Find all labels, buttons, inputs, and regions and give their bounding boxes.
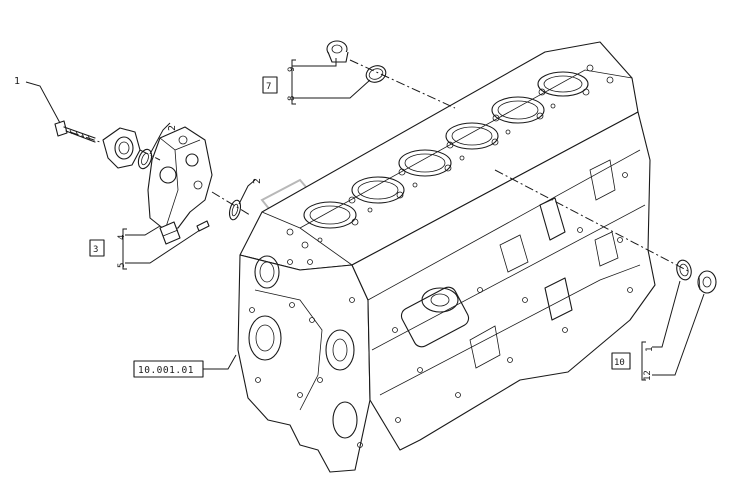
callout-4: 4 (117, 235, 127, 240)
callout-8: 8 (287, 96, 297, 101)
callout-1: 1 (14, 76, 20, 87)
group-10-box (611, 352, 631, 370)
group-10-label: 10 (614, 358, 625, 368)
assembly-axis-lines (69, 59, 691, 273)
water-pump-housing (147, 126, 213, 245)
plug-right (697, 270, 717, 294)
callout-11: 1 (645, 347, 655, 352)
cylinder-bores (303, 71, 589, 229)
engine-block (237, 41, 656, 473)
small-pin (196, 220, 210, 232)
o-ring-right (228, 199, 242, 221)
callout-9: 9 (287, 67, 297, 72)
front-face-features (248, 255, 363, 448)
callout-5: 5 (117, 263, 127, 268)
deck-bolt-holes (286, 64, 614, 249)
side-face-features (367, 149, 646, 423)
reference-label: 10.001.01 (138, 365, 194, 376)
flange-elbow (102, 127, 141, 169)
group-7-label: 7 (266, 82, 271, 92)
reference-box (133, 360, 204, 378)
callout-brackets (122, 59, 646, 381)
group-3-box (89, 239, 105, 257)
callout-12: 12 (643, 370, 653, 381)
seal-ring-right (676, 259, 692, 281)
callout-2-right: 2 (252, 178, 263, 184)
plug-top (326, 40, 349, 63)
leader-lines (25, 58, 705, 376)
seal-ring-top (365, 65, 387, 83)
group-7-box (262, 76, 278, 94)
callout-2-left: 2 (167, 125, 178, 131)
group-3-label: 3 (93, 245, 98, 255)
